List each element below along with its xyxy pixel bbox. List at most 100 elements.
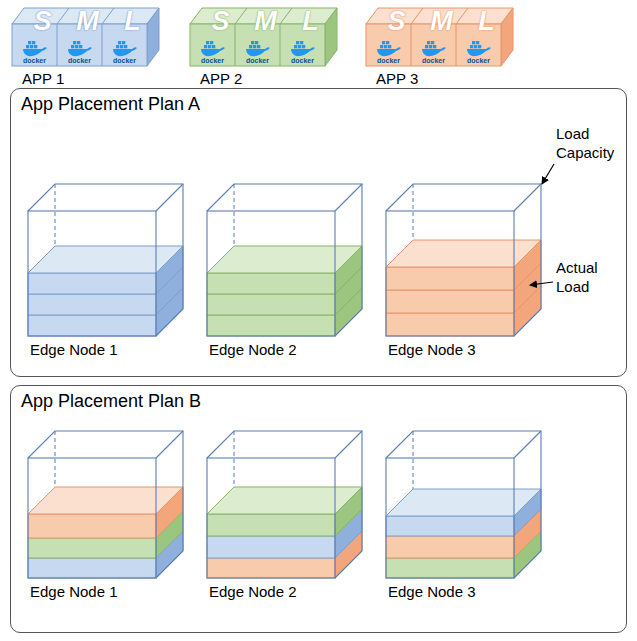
docker-box: [75, 45, 78, 48]
plan-panel: App Placement Plan A Edge Node 1 Edge Node…: [10, 88, 627, 377]
docker-label: docker: [456, 56, 501, 65]
docker-body: [377, 47, 401, 56]
size-letter: S: [198, 6, 243, 36]
app-label: APP 2: [200, 70, 242, 88]
docker-box: [26, 45, 29, 48]
docker-box: [28, 41, 31, 44]
docker-box: [388, 45, 391, 48]
docker-box: [255, 41, 258, 44]
docker-whale: [246, 41, 270, 56]
cell-divider: [102, 8, 114, 24]
docker-label: docker: [411, 56, 456, 65]
size-letter: L: [464, 6, 509, 36]
load-layer-front: [386, 313, 514, 336]
cell-divider: [235, 24, 236, 66]
docker-box: [298, 45, 301, 48]
docker-whale: [68, 41, 92, 56]
cell-divider: [456, 24, 457, 66]
cube-back: [28, 184, 183, 336]
callout-label: Load Capacity: [556, 124, 614, 162]
size-letter: S: [374, 6, 419, 36]
app-label: APP 3: [376, 70, 418, 88]
cell-divider: [102, 24, 103, 66]
panel-title: App Placement Plan A: [21, 93, 200, 115]
docker-box: [120, 45, 123, 48]
cube-outline: [207, 431, 366, 580]
docker-box: [476, 41, 479, 44]
cube-outline: [386, 431, 545, 580]
load-layer-front: [207, 294, 335, 315]
cube-edge: [514, 431, 541, 458]
docker-label: docker: [235, 56, 280, 65]
docker-box: [32, 41, 35, 44]
load-layer-front: [28, 558, 156, 578]
cube-outline: [386, 184, 545, 338]
cube-front: [207, 211, 335, 336]
cube-edge: [335, 184, 362, 211]
load-layer-front: [28, 514, 156, 538]
cell-divider: [235, 8, 247, 24]
load-layer-front: [207, 315, 335, 336]
docker-label: docker: [280, 56, 325, 65]
docker-body: [113, 47, 137, 56]
cell-divider: [280, 24, 281, 66]
docker-box: [425, 45, 428, 48]
load-layer-front: [28, 294, 156, 315]
block-side: [325, 8, 337, 66]
docker-box: [34, 45, 37, 48]
docker-body: [68, 47, 92, 56]
cube-outline: [28, 431, 187, 580]
cube-front: [386, 458, 514, 578]
docker-box: [384, 45, 387, 48]
load-layer-front: [207, 514, 335, 536]
edge-node-cube: Edge Node 1: [28, 184, 187, 362]
docker-body: [467, 47, 491, 56]
load-layer-front: [386, 558, 514, 578]
node-label: Edge Node 3: [388, 341, 476, 359]
app-container-block: dockerSdockerMdockerLAPP 3: [366, 4, 519, 88]
docker-body: [246, 47, 270, 56]
cell-divider: [57, 24, 58, 66]
cube-edge: [156, 431, 183, 458]
load-layer-front: [28, 538, 156, 558]
docker-box: [386, 41, 389, 44]
docker-box: [30, 45, 33, 48]
docker-box: [433, 45, 436, 48]
load-layer-front: [386, 290, 514, 313]
docker-box: [257, 45, 260, 48]
docker-whale: [23, 41, 47, 56]
load-layer-top: [386, 489, 541, 516]
docker-label: docker: [12, 56, 57, 65]
cell-divider: [456, 8, 468, 24]
size-letter: M: [243, 6, 288, 36]
docker-box: [474, 45, 477, 48]
docker-box: [212, 45, 215, 48]
docker-box: [302, 45, 305, 48]
size-letter: S: [20, 6, 65, 36]
docker-box: [208, 45, 211, 48]
docker-body: [23, 47, 47, 56]
docker-whale: [113, 41, 137, 56]
docker-box: [429, 45, 432, 48]
load-layer-front: [386, 516, 514, 536]
cube-front: [28, 211, 156, 336]
load-layer-front: [28, 273, 156, 294]
cube-front: [207, 458, 335, 578]
docker-box: [427, 41, 430, 44]
docker-body: [201, 47, 225, 56]
cube-back: [28, 431, 183, 578]
app-container-block: dockerSdockerMdockerLAPP 1: [12, 4, 165, 88]
docker-box: [116, 45, 119, 48]
docker-box: [206, 41, 209, 44]
docker-box: [122, 41, 125, 44]
size-letter: L: [288, 6, 333, 36]
docker-box: [296, 41, 299, 44]
plan-panel: App Placement Plan BEdge Node 1Edge Node…: [10, 385, 627, 633]
cube-back: [386, 431, 541, 578]
load-layer-top: [28, 487, 183, 514]
cube-edge: [514, 184, 541, 211]
load-layer-front: [207, 558, 335, 578]
edge-node-cube: Edge Node 2: [207, 431, 366, 604]
docker-box: [204, 45, 207, 48]
load-layer-front: [28, 315, 156, 336]
